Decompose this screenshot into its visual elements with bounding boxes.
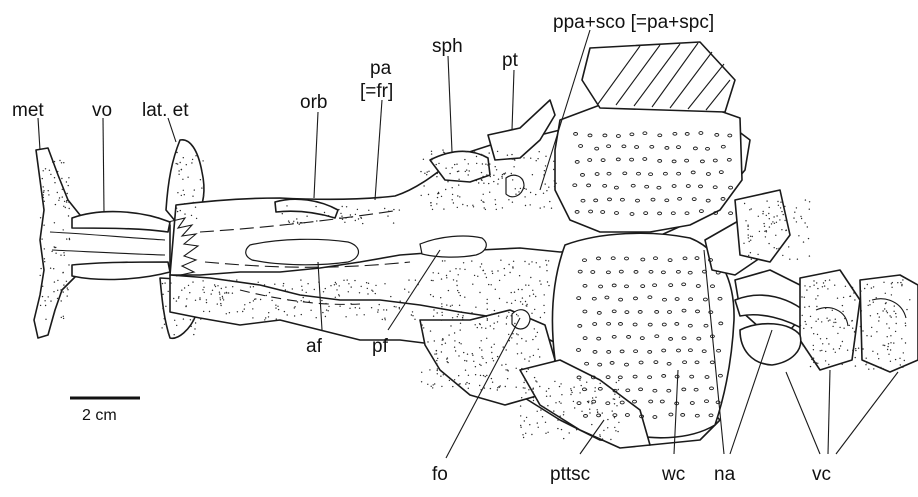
mesethmoid	[34, 148, 170, 338]
label-orb: orb	[300, 92, 327, 113]
scale-bar-label: 2 cm	[82, 407, 117, 424]
label-lat-et: lat. et	[142, 100, 189, 121]
label-pttsc: pttsc	[550, 464, 590, 485]
label-met: met	[12, 100, 44, 121]
label-ppa-sco: ppa+sco [=pa+spc]	[553, 12, 714, 33]
label-fo: fo	[432, 464, 448, 485]
label-pf: pf	[372, 336, 389, 357]
scale-bar: 2 cm	[70, 398, 140, 424]
label-sph: sph	[432, 36, 463, 57]
label-af: af	[306, 336, 323, 357]
label-pt: pt	[502, 50, 519, 71]
posttemporal-supracleithrum	[555, 42, 742, 232]
label-pa: pa	[370, 58, 392, 79]
label-pa-fr: [=fr]	[360, 81, 393, 102]
label-wc: wc	[661, 464, 685, 485]
label-vc: vc	[812, 464, 831, 485]
foramen	[512, 310, 530, 329]
label-na: na	[714, 464, 736, 485]
label-vo: vo	[92, 100, 112, 121]
anterior-fontanelle	[246, 239, 359, 264]
